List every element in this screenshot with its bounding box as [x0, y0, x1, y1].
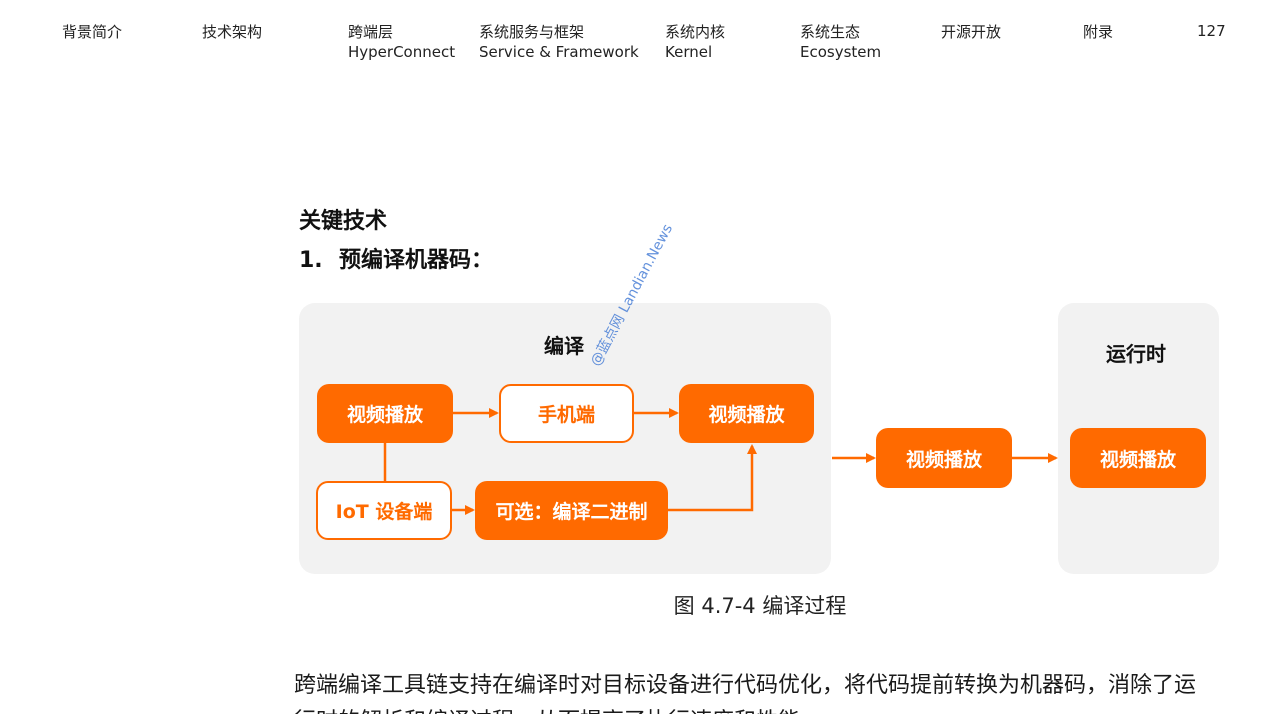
nav-item-background[interactable]: 背景简介 [62, 22, 122, 42]
binary-compile-box: 可选：编译二进制 [475, 481, 668, 540]
runtime-title: 运行时 [1106, 342, 1166, 366]
nav-item-sublabel: Kernel [665, 43, 713, 61]
nav-item-service-framework[interactable]: 系统服务与框架 Service & Framework [479, 22, 639, 62]
phone-box: 手机端 [499, 384, 634, 443]
sub-heading: 1. 预编译机器码： [299, 242, 493, 274]
nav-item-ecosystem[interactable]: 系统生态 Ecosystem [800, 22, 881, 62]
sub-heading-number: 1. [299, 248, 323, 273]
compile-title: 编译 [544, 334, 584, 358]
nav-item-label: 附录 [1083, 23, 1114, 41]
video-playback-box: 视频播放 [679, 384, 814, 443]
nav-item-appendix[interactable]: 附录 [1083, 22, 1113, 42]
nav-item-label: 跨端层 [348, 23, 394, 41]
sub-heading-text: 预编译机器码： [339, 248, 494, 273]
video-playback-box: 视频播放 [876, 428, 1012, 488]
nav-item-label: 开源开放 [941, 23, 1002, 41]
video-playback-box: 视频播放 [317, 384, 453, 443]
nav-item-sublabel: HyperConnect [348, 43, 456, 61]
nav-item-label: 系统生态 [800, 23, 861, 41]
nav-item-hyperconnect[interactable]: 跨端层 HyperConnect [348, 22, 455, 62]
nav-item-kernel[interactable]: 系统内核 Kernel [665, 22, 725, 62]
nav-item-architecture[interactable]: 技术架构 [202, 22, 262, 42]
nav-item-sublabel: Ecosystem [800, 43, 882, 61]
body-paragraph: 跨端编译工具链支持在编译时对目标设备进行代码优化，将代码提前转换为机器码，消除了… [294, 673, 1197, 714]
runtime-video-playback-box: 视频播放 [1070, 428, 1206, 488]
nav-item-open-source[interactable]: 开源开放 [941, 22, 1001, 42]
figure-caption: 图 4.7-4 编译过程 [673, 594, 847, 618]
section-heading: 关键技术 [299, 209, 388, 234]
nav-item-label: 系统服务与框架 [479, 23, 585, 41]
page-number: 127 [1197, 22, 1226, 40]
nav-item-label: 技术架构 [202, 23, 263, 41]
nav-item-sublabel: Service & Framework [479, 43, 639, 61]
nav-item-label: 系统内核 [665, 23, 726, 41]
iot-device-box: IoT 设备端 [316, 481, 452, 540]
nav-item-label: 背景简介 [62, 23, 123, 41]
